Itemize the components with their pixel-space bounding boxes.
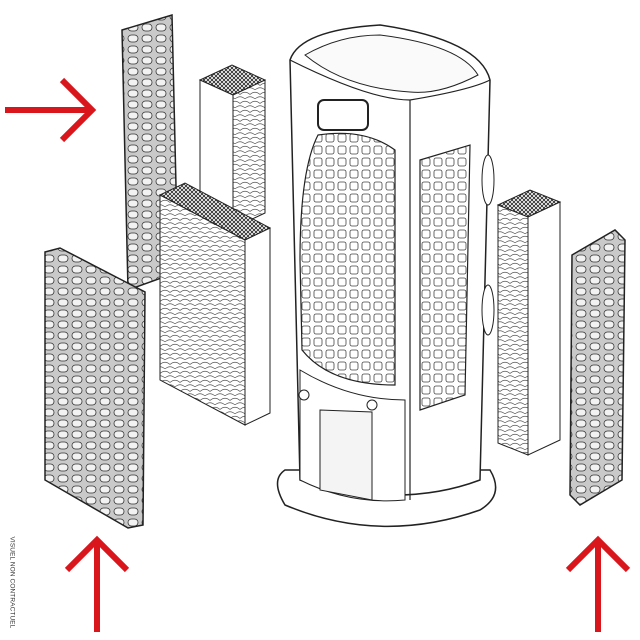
air-cooler-unit	[276, 24, 497, 528]
grille-panel-front-left	[44, 247, 146, 529]
disclaimer-text: VISUEL NON CONTRACTUEL	[8, 536, 16, 629]
arrow-right-icon	[5, 77, 97, 143]
grille-panel-right	[569, 229, 626, 506]
filter-block-rear	[198, 64, 267, 229]
arrow-up-icon	[64, 535, 130, 632]
filter-block-right	[496, 189, 562, 456]
arrow-up-icon	[565, 535, 631, 632]
filter-block-front-left	[158, 182, 272, 426]
